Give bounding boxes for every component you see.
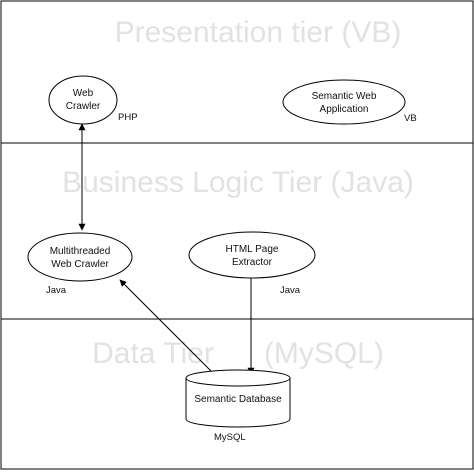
semantic-database-node: Semantic Database xyxy=(185,369,291,428)
presentation-tier-title: Presentation tier (VB) xyxy=(115,16,402,49)
semantic-web-application-node: Semantic Web Application xyxy=(282,79,406,125)
web-crawler-node: Web Crawler xyxy=(48,75,118,125)
web-crawler-tech-label: PHP xyxy=(118,112,138,123)
multithreaded-web-crawler-node: Multithreaded Web Crawler xyxy=(27,232,133,282)
web-crawler-label-line1: Web xyxy=(73,88,94,99)
semantic-database-cylinder-body xyxy=(185,378,291,428)
multithreaded-web-crawler-label-line1: Multithreaded xyxy=(50,246,111,257)
data-tier-title: Data Tier (MySQL) xyxy=(92,337,384,370)
semantic-web-application-label-line1: Semantic Web xyxy=(312,91,377,102)
html-page-extractor-ellipse xyxy=(188,231,316,279)
html-page-extractor-tech-label: Java xyxy=(280,285,301,296)
html-page-extractor-node: HTML Page Extractor xyxy=(188,231,316,279)
semantic-database-tech-label: MySQL xyxy=(214,432,246,443)
semantic-web-application-label-line2: Application xyxy=(320,104,369,115)
multithreaded-web-crawler-tech-label: Java xyxy=(46,285,67,296)
database-to-crawler-arrow xyxy=(119,279,212,372)
html-page-extractor-label-line1: HTML Page xyxy=(226,244,279,255)
semantic-web-application-tech-label: VB xyxy=(404,113,417,124)
data-tier-band xyxy=(0,318,474,470)
business-logic-tier-title: Business Logic Tier (Java) xyxy=(62,166,414,199)
multithreaded-web-crawler-label-line2: Web Crawler xyxy=(51,259,109,270)
web-crawler-ellipse xyxy=(48,75,118,125)
semantic-database-cylinder-top xyxy=(185,369,291,387)
multithreaded-web-crawler-ellipse xyxy=(27,232,133,282)
semantic-database-label: Semantic Database xyxy=(194,394,282,405)
semantic-web-application-ellipse xyxy=(282,79,406,125)
web-crawler-label-line2: Crawler xyxy=(66,101,101,112)
html-page-extractor-label-line2: Extractor xyxy=(232,257,273,268)
